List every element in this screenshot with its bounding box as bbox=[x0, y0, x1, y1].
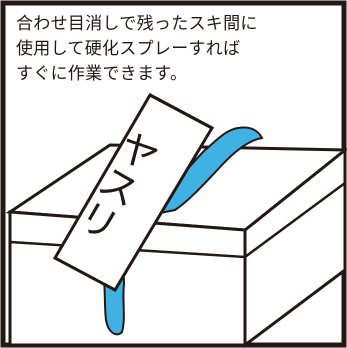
caption-line-3: すぐに作業できます。 bbox=[16, 64, 188, 84]
file-tool-top-edge bbox=[149, 93, 213, 130]
putty-top bbox=[147, 126, 264, 217]
caption-text: 合わせ目消しで残ったスキ間に 使用して硬化スプレーすれば すぐに作業できます。 bbox=[16, 12, 316, 87]
caption-line-1: 合わせ目消しで残ったスキ間に bbox=[16, 14, 258, 34]
caption-line-2: 使用して硬化スプレーすれば bbox=[16, 39, 241, 59]
